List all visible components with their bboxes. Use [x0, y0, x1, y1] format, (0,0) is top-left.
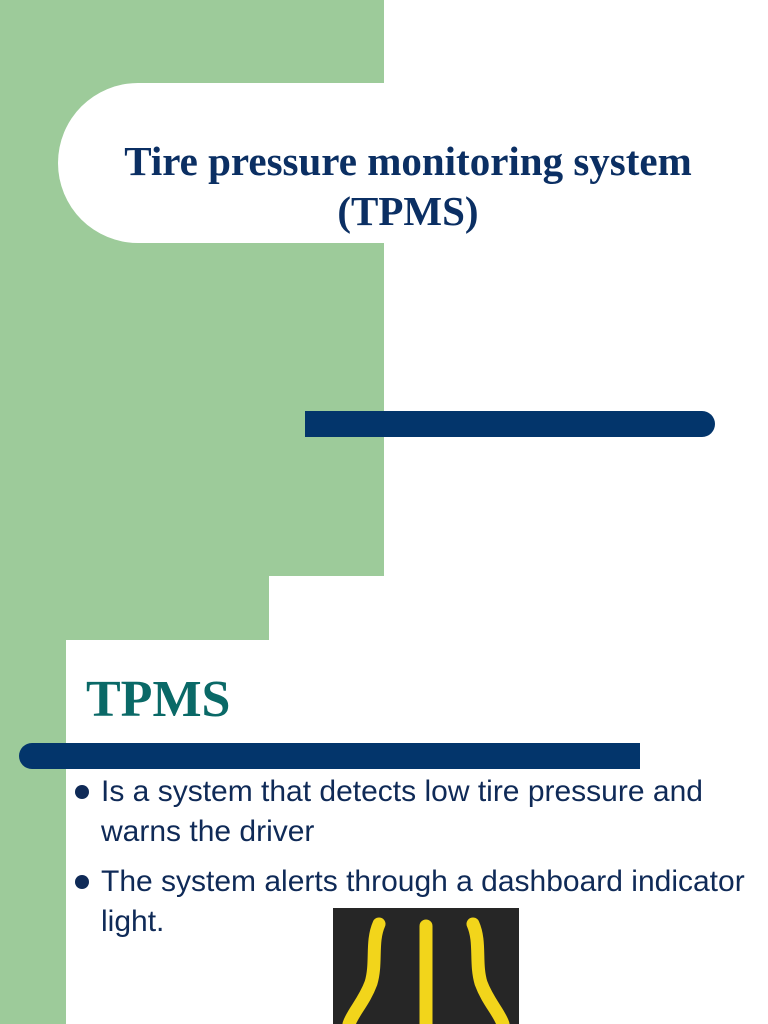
green-panel-left: [0, 576, 66, 1024]
accent-bar: [19, 743, 640, 769]
bullet-text: Is a system that detects low tire pressu…: [101, 775, 703, 848]
bullet-list: Is a system that detects low tire pressu…: [72, 772, 752, 952]
bullet-text: The system alerts through a dashboard in…: [101, 865, 745, 938]
bullet-item: Is a system that detects low tire pressu…: [72, 772, 752, 852]
slide-heading: TPMS: [86, 671, 231, 728]
bullet-dot-icon: [75, 875, 89, 889]
accent-bar: [305, 411, 715, 437]
slide-title-line-1: Tire pressure monitoring system: [124, 138, 692, 184]
bullet-dot-icon: [75, 785, 89, 799]
slide-title-line-2: (TPMS): [337, 188, 479, 234]
slide-1: Tire pressure monitoring system (TPMS): [0, 0, 768, 576]
green-panel-top: [0, 576, 269, 640]
title-pill: [58, 83, 768, 243]
bullet-item: The system alerts through a dashboard in…: [72, 862, 752, 942]
slide-2: TPMS Is a system that detects low tire p…: [0, 576, 768, 1024]
tpms-indicator-icon: [333, 908, 519, 1024]
slide-title: Tire pressure monitoring system (TPMS): [40, 136, 768, 236]
